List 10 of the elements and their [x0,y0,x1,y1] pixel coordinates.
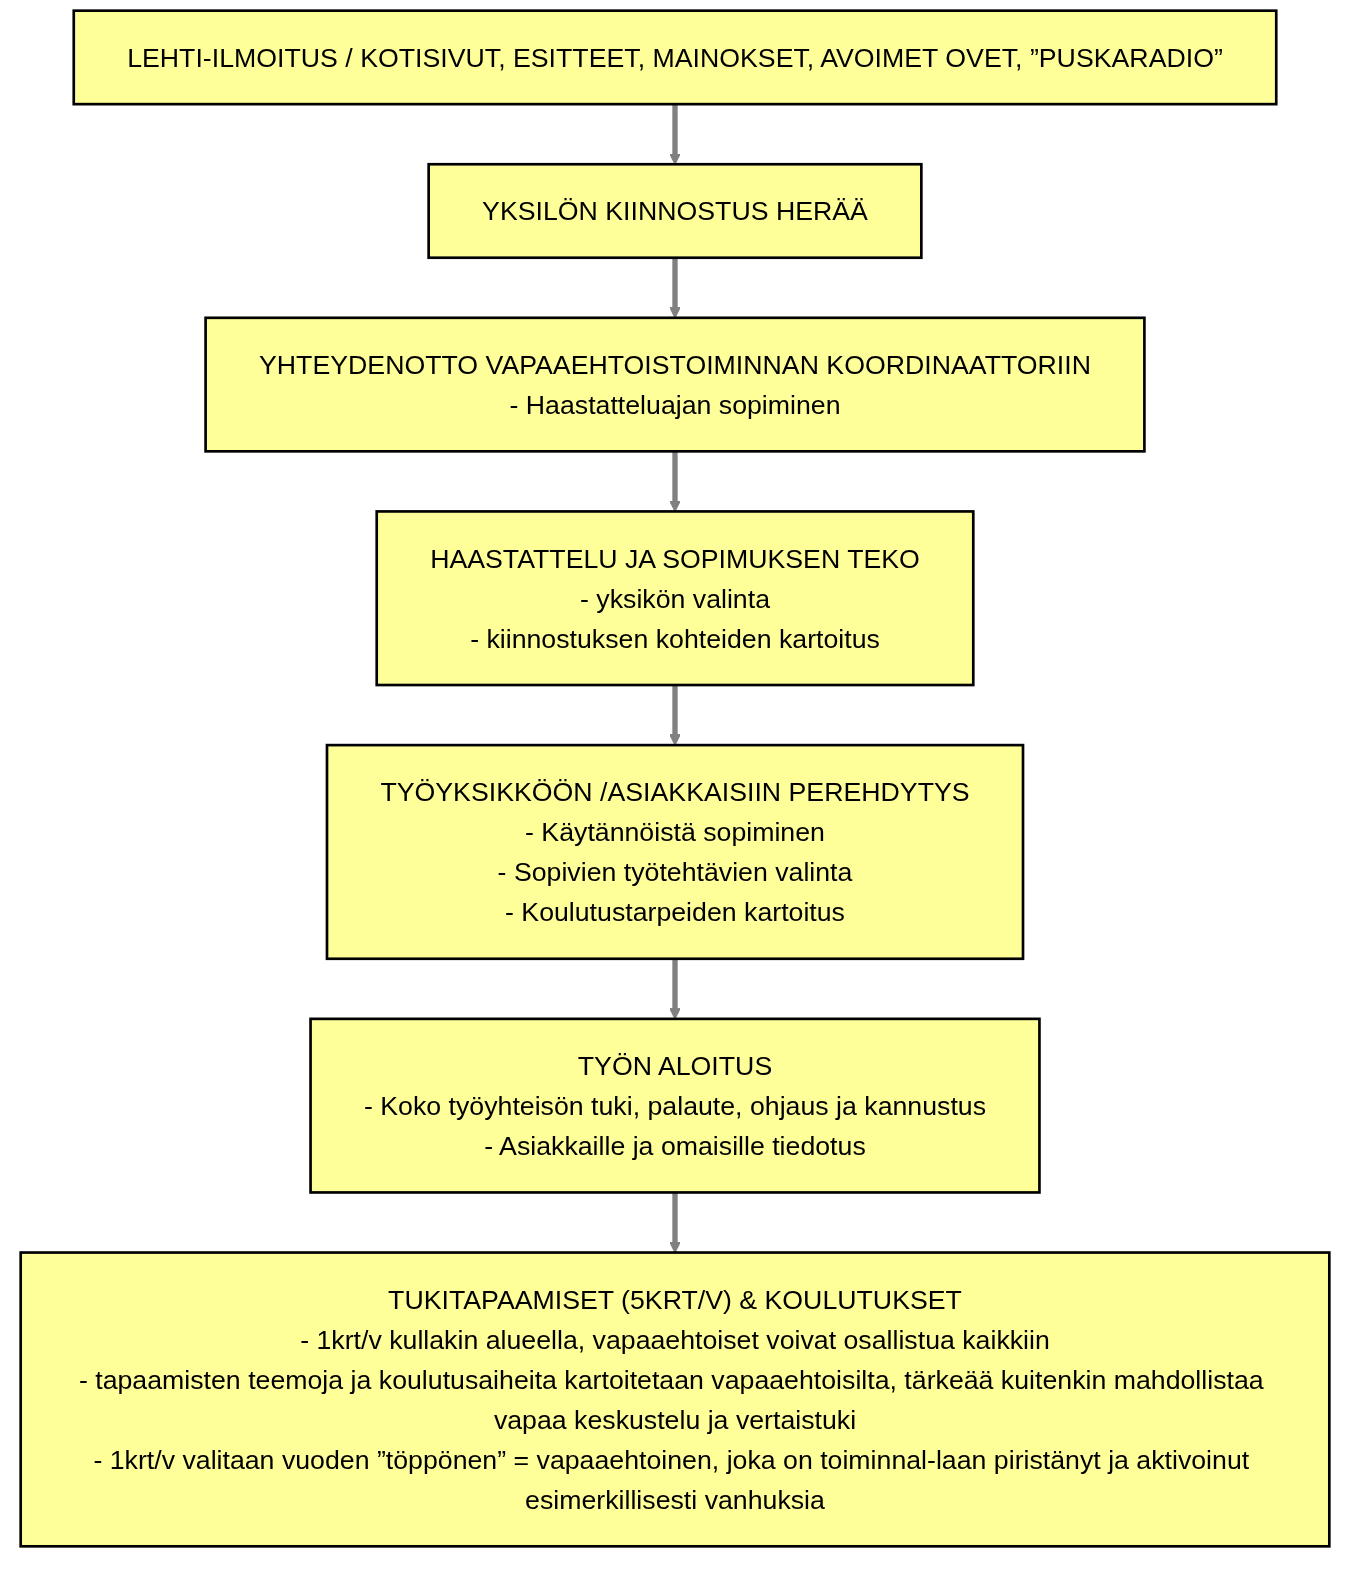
node-box: YKSILÖN KIINNOSTUS HERÄÄ [427,162,923,260]
node-box: TYÖN ALOITUS - Koko työyhteisön tuki, palaute, ohjaus ja kannustus - Asiakkaille ja omaisille tiedotus [309,1017,1041,1194]
node-box: LEHTI-ILMOITUS / KOTISIVUT, ESITTEET, MAINOKSET, AVOIMET OVET, ”PUSKARADIO” [72,9,1278,106]
arrow [669,451,681,512]
node-box: TYÖYKSIKKÖÖN /ASIAKKAISIIN PEREHDYTYS - Käytännöistä sopiminen - Sopivien työtehtävien valinta - Koulutustarpeiden kartoitus [325,743,1025,961]
arrow [669,685,681,746]
node-box: YHTEYDENOTTO VAPAAEHTOISTOIMINNAN KOORDINAATTORIIN - Haastatteluajan sopiminen [204,316,1146,453]
arrow [669,104,681,165]
node-box: HAASTATTELU JA SOPIMUKSEN TEKO - yksikön valinta - kiinnostuksen kohteiden kartoitus [375,510,975,687]
node-box: TUKITAPAAMISET (5KRT/V) & KOULUTUKSET - 1krt/v kullakin alueella, vapaaehtoiset voivat osallistua kaikkiin - tapaamisten teemoja ja koulutusaiheita kartoitetaan vapaaehtoisilta, tärkeää kuitenkin mahdollistaa vapaa keskustelu ja vertaistuki - 1krt/v valitaan vuoden ”töppönen” = vapaaehtoinen, joka on toiminnal-laan piristänyt ja aktivoinut esimerkillisesti vanhuksia [19,1251,1331,1548]
